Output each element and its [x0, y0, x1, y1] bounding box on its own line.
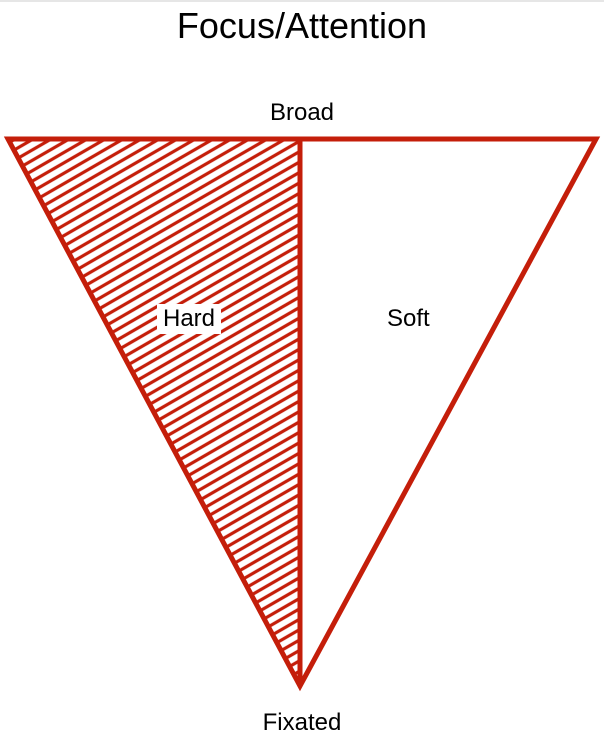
top-divider: [0, 0, 604, 2]
label-fixated: Fixated: [262, 709, 342, 736]
label-hard: Hard: [157, 304, 222, 334]
label-broad: Broad: [269, 99, 335, 126]
label-soft: Soft: [387, 305, 430, 332]
diagram-title: Focus/Attention: [176, 5, 428, 46]
